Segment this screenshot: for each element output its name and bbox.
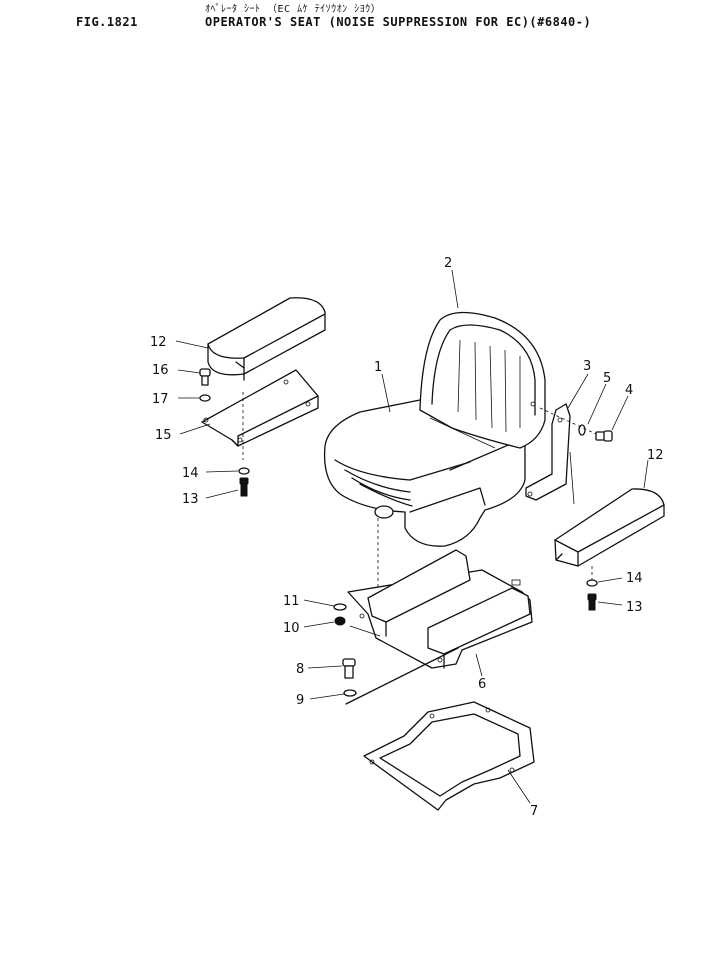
callout-6: 6	[478, 677, 486, 692]
callout-8: 8	[296, 662, 304, 677]
callout-15: 15	[155, 428, 172, 443]
floor-gasket	[363, 701, 535, 811]
callout-11: 11	[283, 594, 300, 609]
right-hardware	[586, 579, 598, 611]
callout-13-left: 13	[182, 492, 199, 507]
left-armrest-pad	[207, 297, 326, 381]
figure-title: OPERATOR'S SEAT (NOISE SUPPRESSION FOR E…	[205, 15, 592, 29]
callout-14-left: 14	[182, 466, 199, 481]
callout-numbers: 1 2 3 4 5 6 7 8 9 10 11 12 12 13 13 14 1…	[150, 256, 664, 819]
callout-9: 9	[296, 693, 304, 708]
callout-7: 7	[530, 804, 538, 819]
callout-3: 3	[583, 359, 591, 374]
left-hardware	[199, 368, 250, 497]
callout-14-right: 14	[626, 571, 643, 586]
left-armrest-bracket	[201, 369, 319, 460]
callout-4: 4	[625, 383, 633, 398]
callout-17: 17	[152, 392, 169, 407]
base-hardware	[333, 603, 459, 705]
callout-1: 1	[374, 360, 382, 375]
seat-back-side-bracket	[525, 403, 575, 505]
callout-13-right: 13	[626, 600, 643, 615]
right-armrest-pad	[554, 488, 665, 580]
figure-number: FIG.1821	[76, 15, 138, 29]
leader-lines	[175, 269, 649, 804]
callout-5: 5	[603, 371, 611, 386]
subtitle-japanese: ｵﾍﾟﾚｰﾀ ｼｰﾄ （EC ﾑｹ ﾃｲｿｳｵﾝ ｼﾖｳ）	[205, 4, 382, 15]
callout-12-right: 12	[647, 448, 664, 463]
side-hardware	[539, 407, 613, 442]
callout-10: 10	[283, 621, 300, 636]
callout-2: 2	[444, 256, 452, 271]
callout-12-left: 12	[150, 335, 167, 350]
seat-base-frame	[347, 549, 533, 669]
seat-back	[419, 311, 546, 449]
callout-16: 16	[152, 363, 169, 378]
